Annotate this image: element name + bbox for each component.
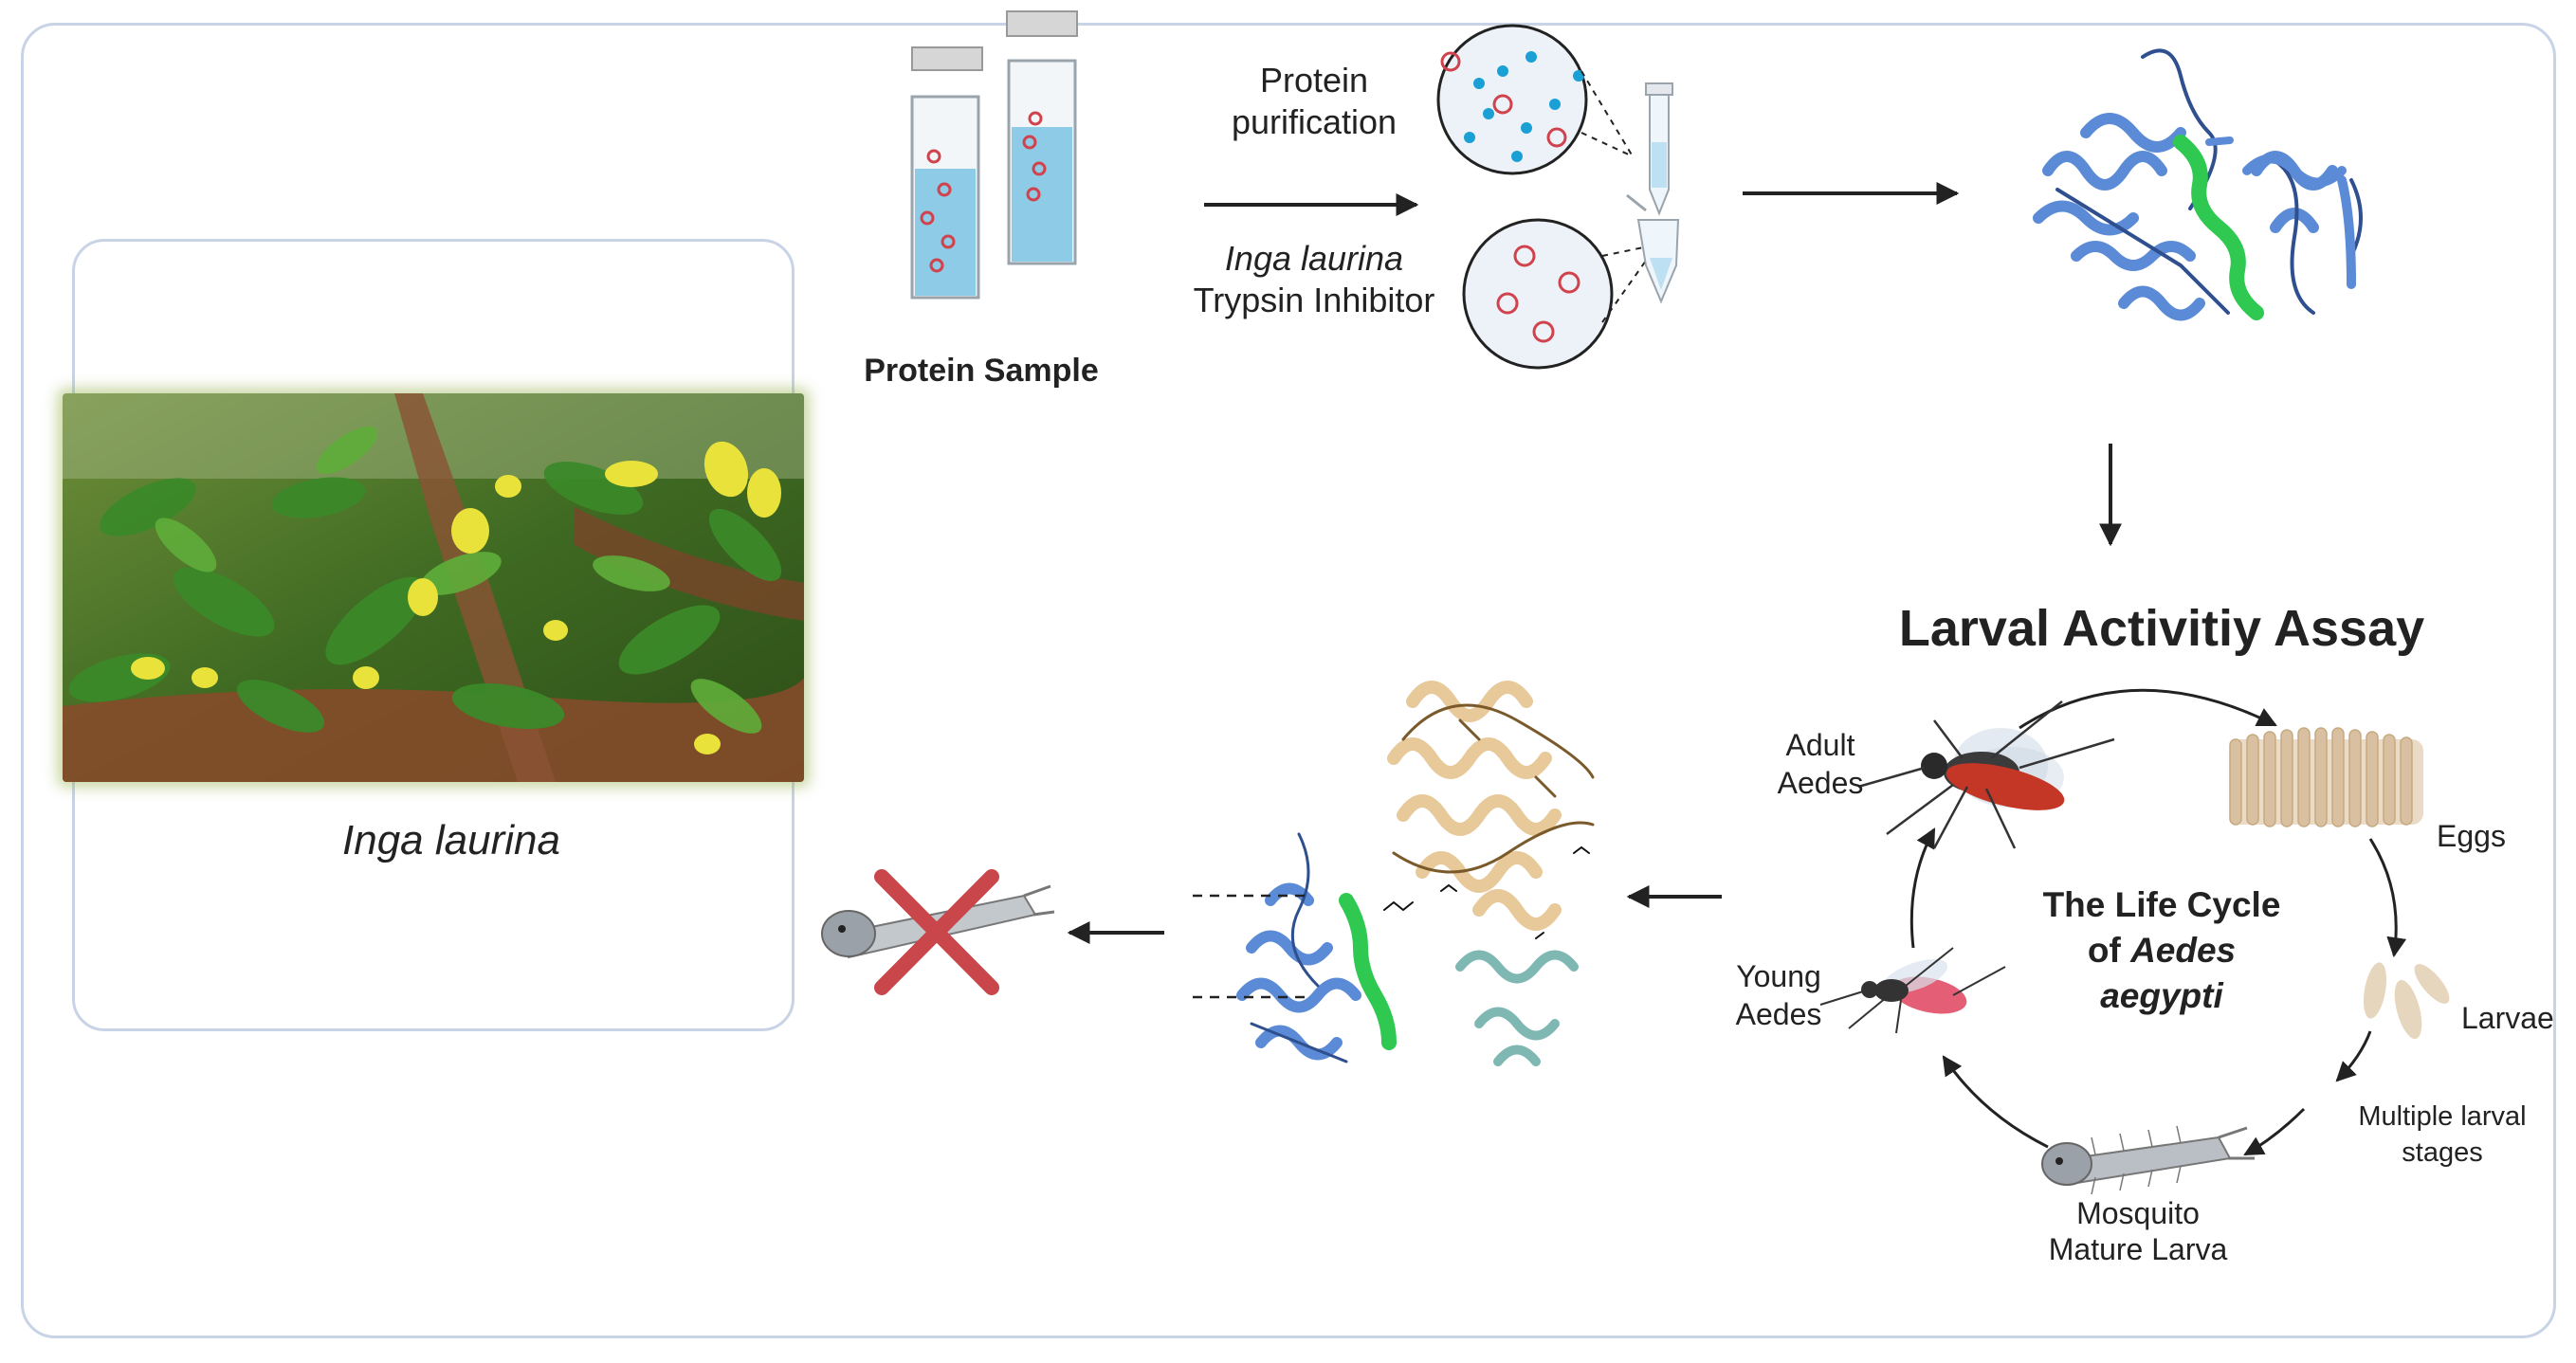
larvae-label: Larvae — [2461, 1001, 2554, 1035]
arrow-eggs-to-larvae — [2368, 838, 2407, 958]
cuvette-icon — [1006, 10, 1078, 265]
larval-stages-label-line2: stages — [2402, 1137, 2483, 1168]
adult-aedes-label-line2: Aedes — [1777, 766, 1864, 800]
inhibitor-species-label: Inga laurina — [1224, 239, 1404, 278]
arrow-mature-to-young — [1942, 1055, 2049, 1149]
young-mosquito-icon — [1819, 947, 2006, 1034]
microtube-icon — [1626, 82, 1680, 304]
larval-stages-label-line1: Multiple larval — [2358, 1101, 2527, 1132]
assay-title: Larval Activitiy Assay — [1898, 600, 2425, 657]
adult-aedes-label-line1: Adult — [1785, 728, 1855, 762]
life-cycle-title-genus: Aedes — [2130, 931, 2237, 970]
diagram-frame — [21, 23, 2556, 1338]
cross-icon — [874, 869, 999, 995]
complex-structure-icon — [1236, 681, 1595, 1066]
life-cycle-title-line1: The Life Cycle — [2042, 885, 2281, 924]
purification-label-line2: purification — [1231, 102, 1398, 141]
egg-cluster-icon — [2229, 727, 2423, 827]
larva-icon — [2041, 1125, 2255, 1195]
inga-laurina-photo — [63, 393, 804, 782]
leaf-photo — [63, 393, 804, 782]
protein-sample-label: Protein Sample — [864, 353, 1099, 389]
cuvette-icon — [910, 46, 983, 300]
young-aedes-label-line2: Aedes — [1735, 997, 1822, 1031]
life-cycle-title-prefix: of — [2087, 931, 2131, 970]
arrow-larvae-to-stages — [2335, 1030, 2372, 1082]
mosquito-icon — [1857, 700, 2115, 849]
inhibitor-name-label: Trypsin Inhibitor — [1193, 281, 1435, 319]
eggs-label: Eggs — [2437, 819, 2506, 853]
plant-species-label: Inga laurina — [342, 817, 560, 863]
purification-circle-mixed — [1436, 24, 1588, 175]
young-aedes-label-line1: Young — [1736, 959, 1821, 993]
mature-larva-label-line1: Mosquito — [2076, 1196, 2200, 1230]
binding-site-lines — [1193, 894, 1308, 999]
purification-circle-inhibitor — [1462, 218, 1614, 370]
arrow-stages-to-mature — [2243, 1107, 2306, 1156]
arrow-young-to-adult — [1909, 827, 1936, 949]
arrow-adult-to-eggs — [2019, 688, 2277, 730]
life-cycle-title-line2: of Aedes — [2019, 931, 2304, 971]
larvae-icon — [2363, 962, 2450, 1040]
protein-structure-icon — [2033, 48, 2363, 321]
mature-larva-label-line2: Mature Larva — [2048, 1232, 2228, 1266]
purification-label-line1: Protein — [1259, 61, 1369, 100]
life-cycle-title-line3: aegypti — [2100, 976, 2223, 1015]
